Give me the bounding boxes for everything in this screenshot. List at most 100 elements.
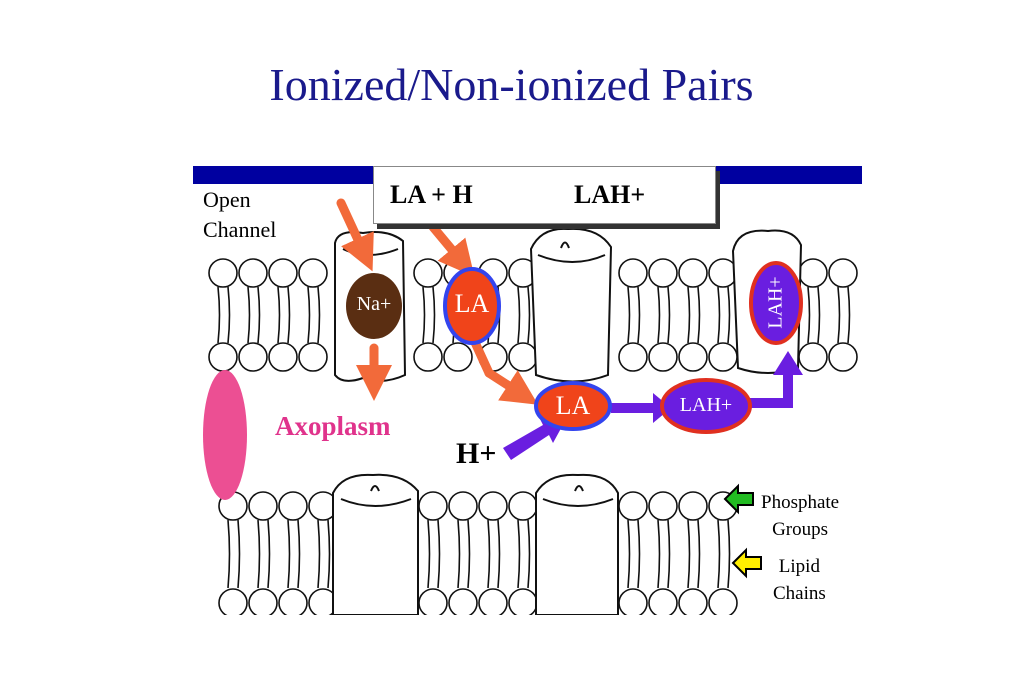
slide-title: Ionized/Non-ionized Pairs (269, 59, 754, 110)
phosphate-head (678, 588, 708, 615)
lipid-tail (687, 286, 691, 344)
equation-left: LA + H (390, 180, 473, 209)
protein-channel-lower-1 (332, 473, 419, 615)
lipid-tail (297, 519, 301, 589)
phosphate-head (828, 342, 858, 372)
phosphate-head (648, 258, 678, 288)
lipid-tail (257, 286, 261, 344)
lipid-tail (637, 286, 641, 344)
lipid-tail (527, 286, 531, 344)
lipid-tail (667, 286, 671, 344)
phosphate-head (648, 342, 678, 372)
lower-membrane (218, 491, 738, 615)
lipid-tail (687, 519, 691, 589)
lipid-tail (727, 519, 731, 589)
axoplasm-blob (203, 370, 247, 500)
lipid-tail (807, 286, 811, 344)
phosphate-head (298, 258, 328, 288)
lipid-tail (307, 286, 311, 344)
lipid-tail (667, 519, 671, 589)
phosphate-head (248, 588, 278, 615)
phosphate-head (278, 588, 308, 615)
lipid-tail (247, 286, 251, 344)
na-ion-label: Na+ (356, 293, 392, 315)
la-ion-axoplasm (534, 381, 612, 431)
phosphate-head (248, 491, 278, 521)
phosphate-head (508, 588, 538, 615)
phosphate-head (268, 342, 298, 372)
phosphate-head (218, 588, 248, 615)
protein-channel-lower-2 (535, 473, 619, 615)
phosphate-head (238, 342, 268, 372)
phosphate-label-line1: Phosphate (761, 492, 840, 513)
lah-ion-axoplasm (660, 378, 752, 434)
lipid-tail (717, 286, 721, 344)
lipid-tail (697, 519, 701, 589)
header-bar-left (193, 166, 378, 184)
lipid-tail (422, 286, 426, 344)
phosphate-head (448, 491, 478, 521)
phosphate-head (508, 491, 538, 521)
phosphate-head (798, 258, 828, 288)
lipid-tail (237, 519, 241, 589)
phosphate-head (828, 258, 858, 288)
open-channel-label-line2: Channel (203, 217, 277, 242)
phosphate-head (268, 258, 298, 288)
lipid-legend-arrow (731, 547, 762, 579)
lipid-tail (457, 519, 461, 589)
phosphate-head (238, 258, 268, 288)
phosphate-head (618, 342, 648, 372)
phosphate-head (708, 588, 738, 615)
phosphate-head (508, 342, 538, 372)
lipid-tail (657, 286, 661, 344)
lipid-tail (697, 286, 701, 344)
membrane-drawing (193, 166, 862, 615)
header-bar-right (713, 166, 862, 184)
lipid-tail (287, 286, 291, 344)
phosphate-head (678, 491, 708, 521)
phosphate-head (208, 258, 238, 288)
lipid-tail (467, 519, 471, 589)
lipid-tail (317, 519, 321, 589)
phosphate-head (413, 342, 443, 372)
phosphate-head (418, 491, 448, 521)
phosphate-head (618, 491, 648, 521)
lipid-tail (437, 519, 441, 589)
open-channel-label-line1: Open (203, 187, 251, 212)
lipid-tail (487, 519, 491, 589)
lipid-tail (517, 286, 521, 344)
lah-channel-label: LAH+ (764, 276, 787, 329)
lipid-tail (327, 519, 331, 589)
phosphate-head (708, 342, 738, 372)
equation-box: LA + H LAH+ (373, 166, 716, 224)
lipid-tail (727, 286, 731, 344)
open-channel-label: Open Channel (203, 185, 277, 245)
phosphate-head (678, 342, 708, 372)
lipid-tail (527, 519, 531, 589)
phosphate-head (618, 258, 648, 288)
phosphate-head (413, 258, 443, 288)
lipid-tail (432, 286, 436, 344)
phosphate-head (478, 491, 508, 521)
phosphate-head (798, 342, 828, 372)
la-membrane-label: LA (454, 289, 490, 318)
lipid-tail (627, 286, 631, 344)
phosphate-head (678, 258, 708, 288)
lipid-tail (227, 519, 231, 589)
phosphate-head (443, 342, 473, 372)
la-axoplasm-label: LA (555, 391, 591, 420)
na-ion (346, 273, 402, 339)
lipid-tail (847, 286, 851, 344)
lipid-tail (217, 286, 221, 344)
upper-membrane (208, 258, 858, 372)
lipid-tail (627, 519, 631, 589)
orange-arrows (336, 198, 539, 405)
phosphate-legend-arrow (723, 483, 754, 515)
lipid-tail (287, 519, 291, 589)
lipid-tail (497, 519, 501, 589)
lipid-tail (277, 286, 281, 344)
h-plus-label: H+ (456, 437, 497, 470)
lipid-label-line1: Lipid (778, 556, 820, 577)
phosphate-label-line2: Groups (772, 519, 829, 540)
purple-arrows (503, 351, 803, 460)
